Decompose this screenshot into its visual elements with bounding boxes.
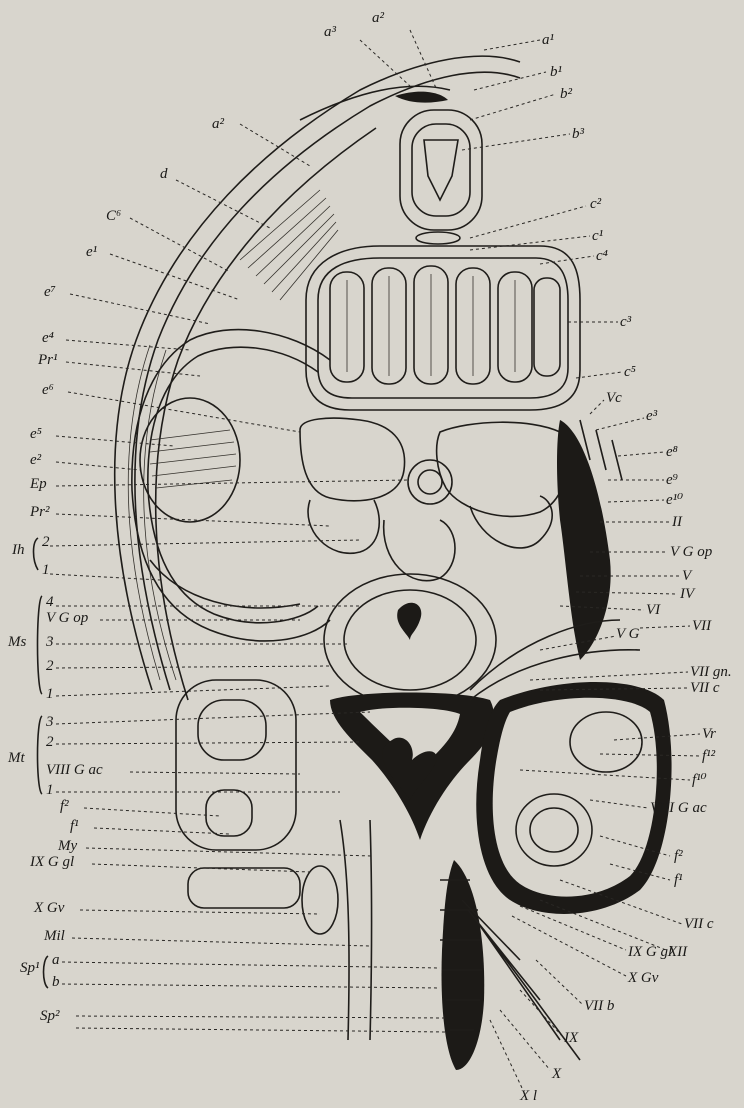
label-e2: e² (30, 452, 42, 468)
label-ih-2: 2 (42, 534, 50, 550)
label-ix: IX (563, 1030, 579, 1046)
label-e5: e⁵ (30, 426, 42, 442)
label-vii: VII (692, 618, 712, 634)
label-pr2: Pr² (29, 504, 50, 520)
label-mt-3: 3 (45, 714, 54, 730)
label-vr: Vr (702, 726, 716, 742)
label-c2: c² (590, 196, 602, 212)
label-c1: c¹ (592, 228, 604, 244)
label-c5: c⁵ (624, 364, 636, 380)
label-e1: e¹ (86, 244, 98, 260)
label-f1-right: f¹ (674, 872, 683, 888)
label-ix-g-gl-right: IX G gl (627, 944, 672, 960)
label-x: X (551, 1066, 562, 1082)
label-c3: c³ (620, 314, 632, 330)
svg-text:a³: a³ (324, 24, 337, 40)
label-iv: IV (679, 586, 696, 602)
label-ms-1: 1 (46, 686, 54, 702)
label-f2-right: f² (674, 848, 683, 864)
label-mt-2: 2 (46, 734, 54, 750)
label-sp1-a: a (52, 952, 60, 968)
label-x-l: X l (519, 1088, 537, 1104)
label-vii-c-upper: VII c (690, 680, 720, 696)
label-ms-3: 3 (45, 634, 54, 650)
label-pr1: Pr¹ (37, 352, 58, 368)
label-f1-left: f¹ (70, 818, 79, 834)
label-e7: e⁷ (44, 284, 56, 300)
label-a2-left: a² (212, 116, 225, 132)
label-sp2: Sp² (40, 1008, 60, 1024)
label-e4: e⁴ (42, 330, 54, 346)
svg-text:a¹: a¹ (542, 32, 555, 48)
label-mt-1: 1 (46, 782, 54, 798)
label-ep: Ep (29, 476, 47, 492)
label-ii: II (671, 514, 683, 530)
label-e3: e³ (646, 408, 658, 424)
label-vii-gn: VII gn. (690, 664, 732, 680)
svg-text:b³: b³ (572, 126, 585, 142)
label-vc: Vc (606, 390, 622, 406)
label-mil: Mil (43, 928, 65, 944)
label-f12: f¹² (702, 748, 716, 764)
label-ms: Ms (7, 634, 26, 650)
label-f2-left: f² (60, 798, 69, 814)
label-v-g-op-right: V G op (670, 544, 713, 560)
svg-text:b¹: b¹ (550, 64, 563, 80)
label-mt: Mt (7, 750, 25, 766)
label-ih-1: 1 (42, 562, 50, 578)
label-e10: e¹⁰ (666, 492, 683, 508)
svg-text:b²: b² (560, 86, 573, 102)
label-c6: C⁶ (106, 208, 121, 224)
label-f10: f¹⁰ (692, 772, 707, 788)
label-my: My (57, 838, 77, 854)
label-e6: e⁶ (42, 382, 54, 398)
label-e9: e⁹ (666, 472, 678, 488)
label-vi: VI (646, 602, 661, 618)
label-e8: e⁸ (666, 444, 678, 460)
label-x-gv-left: X Gv (33, 900, 65, 916)
label-ih: Ih (11, 542, 25, 558)
label-v-g-op-left: V G op (46, 610, 89, 626)
label-x-gv-right: X Gv (627, 970, 659, 986)
label-vii-b: VII b (584, 998, 615, 1014)
label-ix-g-gl-left: IX G gl (29, 854, 74, 870)
label-v-g: V G (616, 626, 640, 642)
label-vii-c-lower: VII c (684, 916, 714, 932)
svg-text:a²: a² (372, 10, 385, 26)
label-c4: c⁴ (596, 248, 608, 264)
label-viii-g-ac-right: VIII G ac (650, 800, 707, 816)
label-sp1: Sp¹ (20, 960, 40, 976)
label-viii-g-ac-left: VIII G ac (46, 762, 103, 778)
right-otic-capsule (476, 682, 671, 914)
label-d: d (160, 166, 168, 182)
label-ms-4: 4 (46, 594, 54, 610)
label-ms-2: 2 (46, 658, 54, 674)
label-sp1-b: b (52, 974, 60, 990)
